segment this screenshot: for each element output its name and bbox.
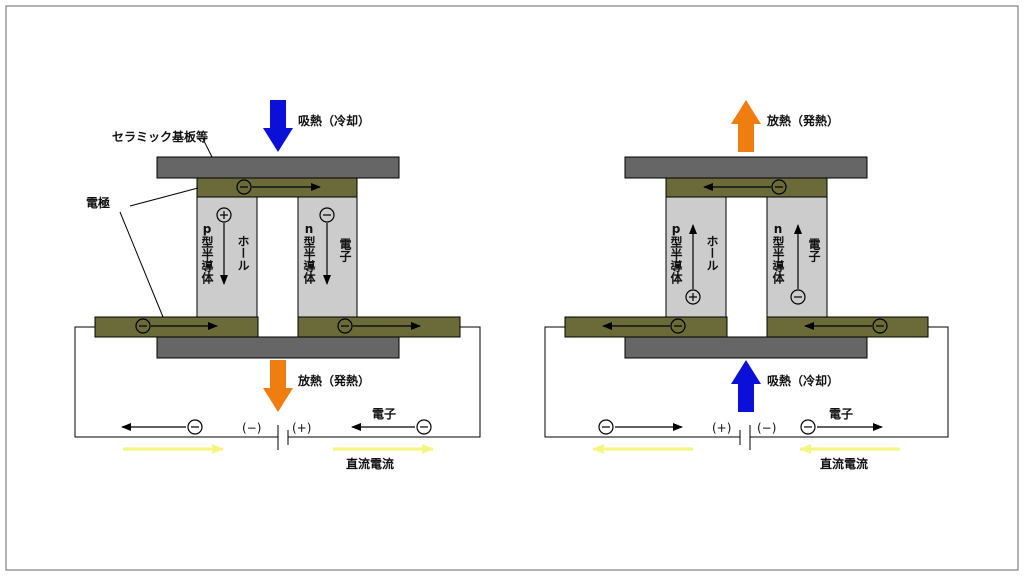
top-substrate xyxy=(624,156,868,179)
cold-arrow xyxy=(263,100,293,152)
electron-icon xyxy=(670,318,686,334)
wire-electron-label: 電子 xyxy=(829,407,853,421)
right-module: 放熱（発熱） 吸熱（冷却） p型半導体 ホール n型半導体 電子 (+) (−)… xyxy=(544,100,949,471)
hole-label: ホール xyxy=(705,235,719,271)
hot-arrow xyxy=(263,360,293,412)
release-heat-label: 放熱（発熱） xyxy=(766,113,839,128)
dc-current-label: 直流電流 xyxy=(820,456,868,471)
bottom-electrode-right xyxy=(297,316,461,338)
cold-arrow xyxy=(731,360,761,412)
bottom-substrate xyxy=(156,336,400,359)
leader-line xyxy=(202,138,213,158)
absorb-heat-label: 吸熱（冷却） xyxy=(298,113,370,128)
absorb-heat-label: 吸熱（冷却） xyxy=(767,373,839,388)
hole-icon xyxy=(685,289,701,305)
top-substrate xyxy=(156,156,400,179)
plus-terminal-label: (+) xyxy=(712,421,731,435)
hole-label: ホール xyxy=(236,235,250,271)
p-type-label: p型半導体 xyxy=(200,222,214,285)
left-module: セラミック基板等 電極 吸熱（冷却） 放熱（発熱） p型半導体 ホール n型半導… xyxy=(74,100,481,471)
electron-icon xyxy=(872,318,888,334)
circuit-wire xyxy=(750,326,949,438)
electron-icon xyxy=(187,419,203,435)
electron-icon xyxy=(416,419,432,435)
bottom-electrode-left xyxy=(94,316,259,338)
dc-current-label: 直流電流 xyxy=(346,456,394,471)
electron-icon xyxy=(135,318,151,334)
n-type-label: n型半導体 xyxy=(771,222,785,285)
electron-icon xyxy=(236,179,252,195)
hole-icon xyxy=(216,207,232,223)
frame xyxy=(5,5,1019,571)
circuit-wire xyxy=(544,326,740,438)
p-type-label: p型半導体 xyxy=(669,222,683,285)
minus-terminal-label: (−) xyxy=(757,421,776,435)
substrate-label: セラミック基板等 xyxy=(112,129,208,144)
leader-line xyxy=(129,187,199,207)
bottom-substrate xyxy=(624,336,868,359)
bottom-electrode-right xyxy=(766,316,929,338)
electron-icon xyxy=(790,289,806,305)
hot-arrow xyxy=(731,100,761,152)
electron-label: 電子 xyxy=(807,238,821,263)
wire-electron-label: 電子 xyxy=(372,407,396,421)
bottom-electrode-left xyxy=(564,316,728,338)
electron-icon xyxy=(337,318,353,334)
plus-terminal-label: (+) xyxy=(292,421,311,435)
electron-icon xyxy=(319,207,335,223)
electrode-label: 電極 xyxy=(86,195,110,210)
n-type-label: n型半導体 xyxy=(302,222,316,285)
electron-label: 電子 xyxy=(338,238,352,263)
electron-icon xyxy=(771,179,787,195)
circuit-wire xyxy=(288,326,481,438)
electron-icon xyxy=(598,419,614,435)
leader-line xyxy=(119,211,164,318)
release-heat-label: 放熱（発熱） xyxy=(297,373,370,388)
circuit-wire xyxy=(74,326,278,438)
electron-icon xyxy=(800,419,816,435)
minus-terminal-label: (−) xyxy=(242,421,261,435)
